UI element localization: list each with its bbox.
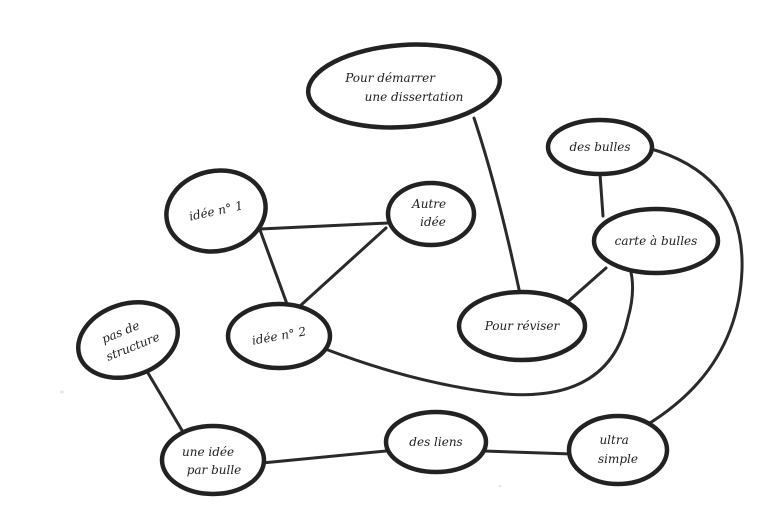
bubble-idee-1 [164, 168, 268, 254]
links [143, 116, 744, 465]
label-pour-demarrer: Pour démarrer une dissertation [344, 71, 463, 104]
bubble-pour-demarrer [305, 42, 503, 130]
link-bulles-ultra [643, 146, 744, 428]
label-une-idee: une idée par bulle [182, 445, 241, 477]
node-une-idee: une idée par bulle [159, 423, 267, 497]
label-line: idée [420, 215, 446, 229]
node-carte-bulles: carte à bulles [591, 206, 721, 276]
label-line: une idée [182, 445, 234, 459]
node-autre-idee: Autre idée [385, 180, 477, 248]
label-line: simple [598, 452, 638, 466]
link-dissertation-reviser [472, 116, 522, 296]
label-line: Autre [411, 197, 446, 211]
bubble-ultra-simple [566, 413, 670, 487]
label-des-liens: des liens [409, 435, 462, 449]
bubble-carte-bulles [591, 206, 721, 276]
label-ultra-simple: ultra simple [598, 433, 638, 466]
label-line: des liens [409, 435, 462, 449]
node-pour-reviser: Pour réviser [456, 289, 588, 363]
label-line: par bulle [187, 463, 242, 477]
bubble-une-idee [159, 423, 267, 497]
node-pour-demarrer: Pour démarrer une dissertation [305, 42, 503, 130]
bubble-des-bulles [545, 117, 655, 177]
link-structure-uneidee [143, 366, 185, 434]
link-uneidee-liens [260, 449, 388, 465]
node-pas-structure: pas de structure [75, 300, 181, 380]
label-des-bulles: des bulles [569, 140, 630, 154]
label-autre-idee: Autre idée [411, 197, 450, 229]
link-idee2-carte [326, 266, 635, 397]
link-liens-ultra [482, 449, 574, 456]
node-idee-1: idée n° 1 [164, 168, 268, 254]
bubble-des-liens [383, 409, 489, 475]
paper-smudge [498, 484, 502, 488]
label-line: une dissertation [365, 90, 464, 104]
link-bulles-carte [598, 172, 605, 218]
paper-smudge [60, 390, 64, 394]
label-pour-reviser: Pour réviser [484, 319, 561, 333]
link-idee1-idee2 [258, 228, 289, 306]
bubble-idee-2 [225, 301, 333, 371]
label-line: ultra [599, 433, 628, 447]
label-line: des bulles [569, 140, 630, 154]
link-autre-idee2 [298, 226, 388, 308]
label-line: carte à bulles [615, 234, 698, 248]
label-line: Pour réviser [484, 319, 561, 333]
link-idee1-autre [258, 221, 390, 231]
node-des-liens: des liens [383, 409, 489, 475]
node-ultra-simple: ultra simple [566, 413, 670, 487]
bubble-autre-idee [385, 180, 477, 248]
node-idee-2: idée n° 2 [225, 301, 333, 371]
bubble-pour-reviser [456, 289, 588, 363]
link-carte-reviser [561, 266, 608, 308]
label-line: Pour démarrer [344, 71, 436, 85]
label-carte-bulles: carte à bulles [615, 234, 698, 248]
node-des-bulles: des bulles [545, 117, 655, 177]
bubble-pas-structure [75, 300, 181, 380]
